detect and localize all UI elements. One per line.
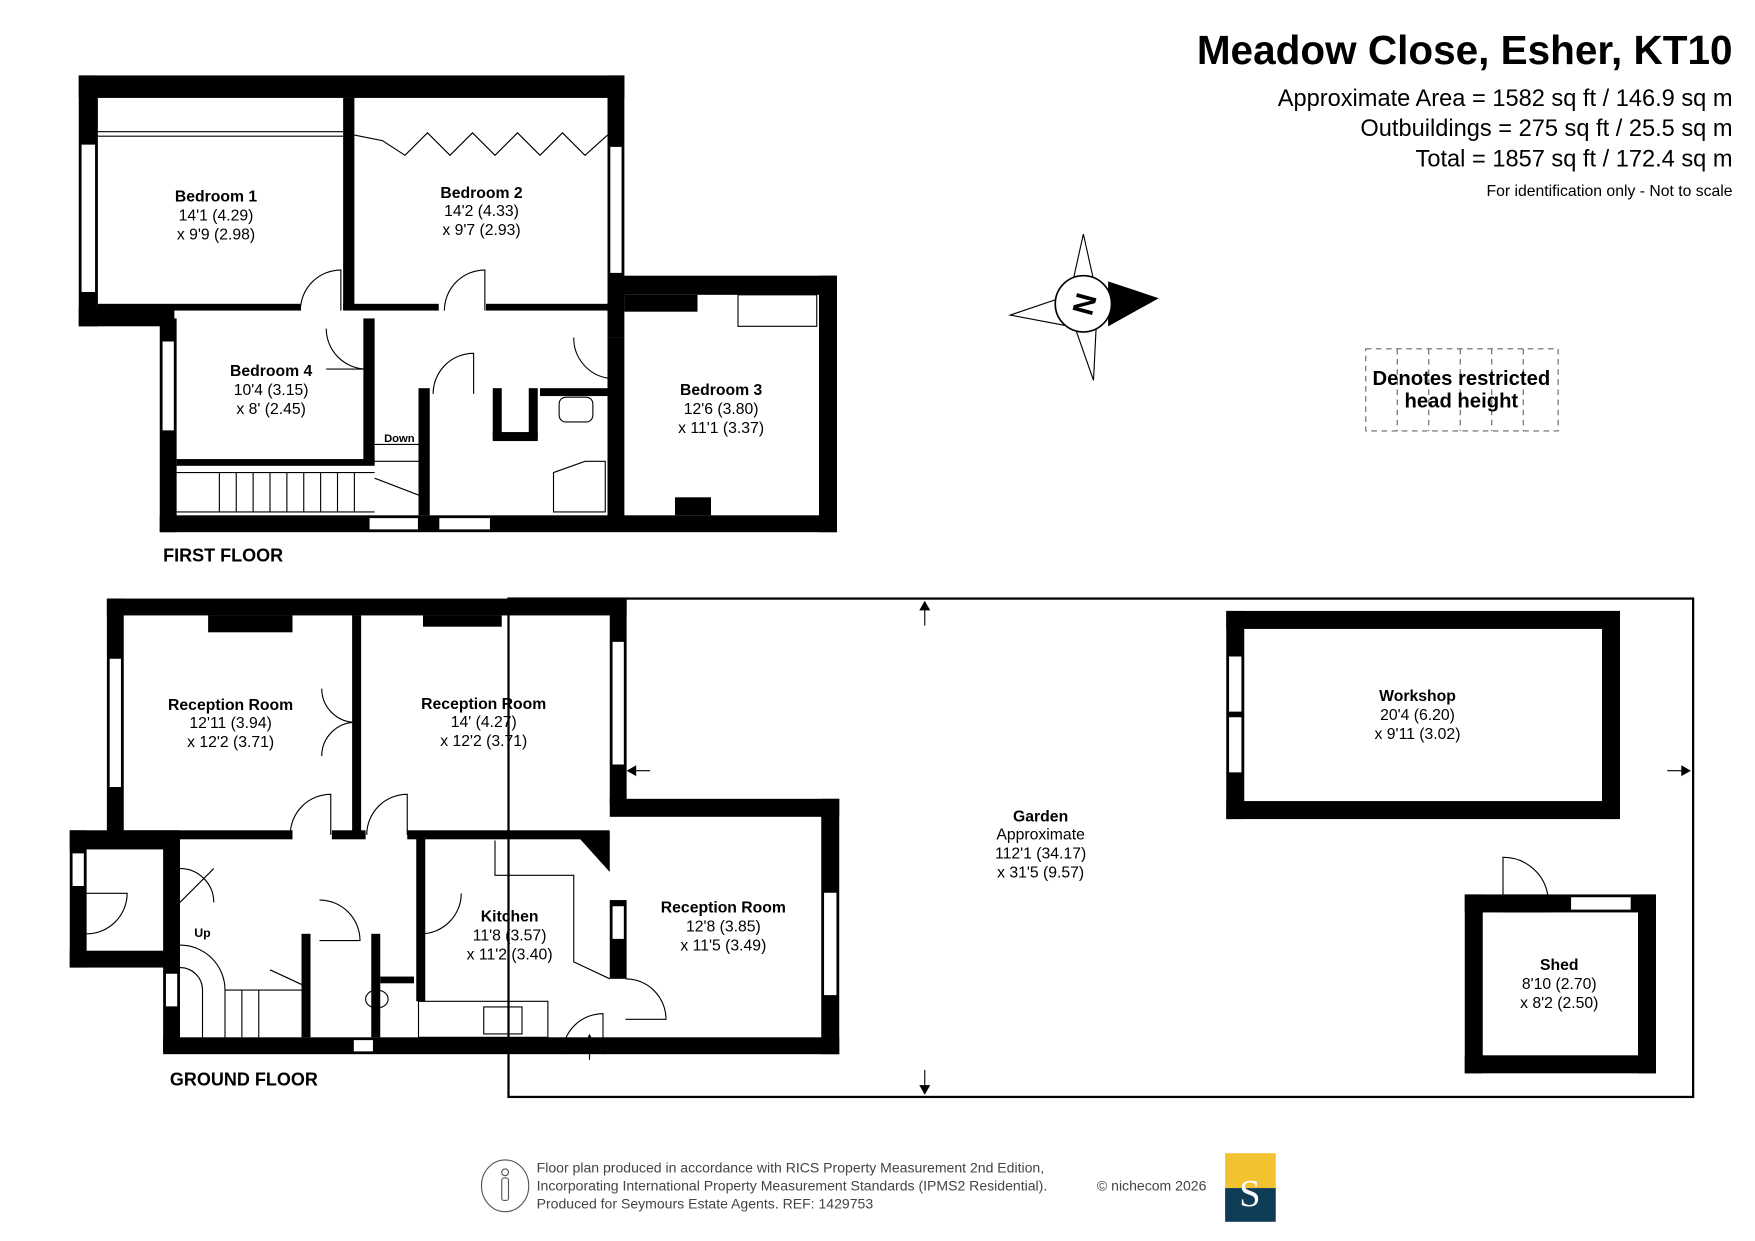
garden-name: Garden — [1013, 808, 1068, 825]
room-dimensions: 8'10 (2.70) — [1522, 976, 1597, 993]
room-dimensions: 12'11 (3.94) — [189, 715, 271, 732]
garden-dimensions: x 31'5 (9.57) — [997, 865, 1084, 882]
area-line: Approximate Area = 1582 sq ft / 146.9 sq… — [1278, 86, 1733, 112]
room-dimensions: 14'2 (4.33) — [444, 203, 519, 220]
room-dimensions: x 8' (2.45) — [236, 401, 306, 418]
room-dimensions: 20'4 (6.20) — [1380, 707, 1455, 724]
room-dimensions: 11'8 (3.57) — [473, 928, 547, 945]
restricted-height-legend: Denotes restricted head height — [1365, 348, 1559, 432]
disclaimer: For identification only - Not to scale — [1487, 183, 1733, 200]
room-dimensions: x 11'1 (3.37) — [678, 420, 764, 437]
footer-line: Incorporating International Property Mea… — [537, 1177, 1048, 1193]
ground-floor-plan — [69, 597, 1695, 1099]
garden-note: Approximate — [996, 826, 1085, 843]
room-dimensions: x 9'9 (2.98) — [177, 227, 255, 244]
room-name: Reception Room — [168, 697, 293, 714]
room-name: Bedroom 2 — [440, 185, 523, 202]
room-dimensions: x 11'2 (3.40) — [467, 947, 553, 964]
agent-logo: S — [1225, 1153, 1276, 1222]
svg-text:S: S — [1239, 1173, 1260, 1215]
area-line: Outbuildings = 275 sq ft / 25.5 sq m — [1360, 116, 1732, 142]
person-icon — [480, 1159, 530, 1213]
page-title: Meadow Close, Esher, KT10 — [1197, 27, 1733, 73]
footer-line: Produced for Seymours Estate Agents. REF… — [537, 1195, 874, 1211]
room-dimensions: x 11'5 (3.49) — [680, 938, 766, 955]
area-line: Total = 1857 sq ft / 172.4 sq m — [1416, 147, 1733, 173]
room-name: Reception Room — [661, 899, 786, 916]
room-name: Reception Room — [421, 696, 546, 713]
room-dimensions: x 12'2 (3.71) — [187, 734, 274, 751]
room-dimensions: 14'1 (4.29) — [179, 208, 254, 225]
room-dimensions: x 12'2 (3.71) — [440, 733, 527, 750]
floor-label: FIRST FLOOR — [163, 545, 283, 565]
room-name: Bedroom 3 — [680, 382, 763, 399]
compass-icon: N — [1008, 233, 1159, 381]
room-dimensions: 14' (4.27) — [451, 714, 517, 731]
room-name: Shed — [1540, 957, 1579, 974]
room-dimensions: x 9'11 (3.02) — [1375, 726, 1461, 743]
first-floor-plan — [78, 75, 837, 533]
stairs-down-label: Down — [384, 433, 415, 445]
room-dimensions: x 9'7 (2.93) — [442, 222, 520, 239]
room-dimensions: 10'4 (3.15) — [234, 382, 309, 399]
copyright: © nichecom 2026 — [1097, 1177, 1207, 1193]
room-dimensions: 12'6 (3.80) — [684, 401, 759, 418]
garden-dimensions: 112'1 (34.17) — [995, 845, 1086, 862]
svg-text:Denotes restricted: Denotes restricted — [1372, 368, 1550, 390]
floor-label: GROUND FLOOR — [170, 1070, 318, 1090]
room-name: Bedroom 1 — [175, 188, 258, 205]
room-name: Kitchen — [481, 908, 539, 925]
room-name: Workshop — [1379, 688, 1456, 705]
svg-text:head height: head height — [1405, 390, 1519, 412]
room-name: Bedroom 4 — [230, 363, 313, 380]
stairs-up-label: Up — [194, 926, 211, 940]
room-dimensions: 12'8 (3.85) — [686, 919, 761, 936]
room-dimensions: x 8'2 (2.50) — [1520, 995, 1598, 1012]
footer-line: Floor plan produced in accordance with R… — [537, 1159, 1045, 1175]
